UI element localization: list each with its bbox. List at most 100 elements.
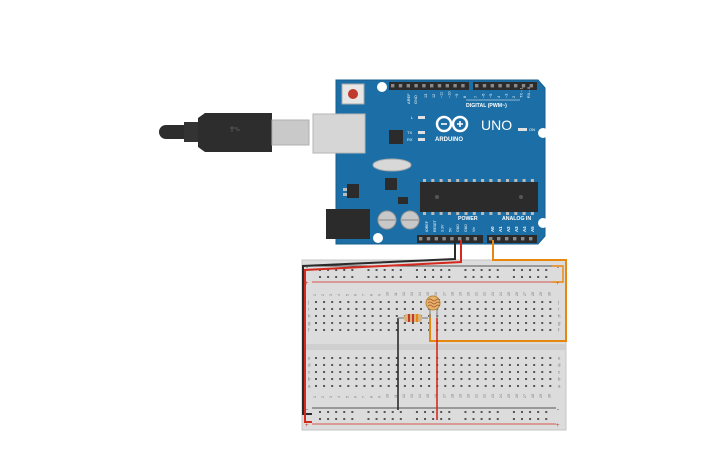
breadboard-hole[interactable] xyxy=(363,308,366,310)
breadboard-hole[interactable] xyxy=(521,269,523,271)
breadboard-hole[interactable] xyxy=(379,371,382,373)
breadboard-hole[interactable] xyxy=(327,269,330,271)
breadboard-hole[interactable] xyxy=(525,308,528,310)
breadboard-hole[interactable] xyxy=(363,378,366,380)
header-pin[interactable] xyxy=(437,84,442,88)
breadboard-hole[interactable] xyxy=(399,276,402,278)
breadboard-hole[interactable] xyxy=(517,364,519,366)
breadboard-hole[interactable] xyxy=(484,385,487,387)
breadboard-hole[interactable] xyxy=(399,418,402,420)
breadboard-hole[interactable] xyxy=(343,269,346,271)
breadboard-hole[interactable] xyxy=(492,364,495,366)
breadboard-hole[interactable] xyxy=(541,308,544,310)
breadboard-hole[interactable] xyxy=(452,357,455,359)
breadboard-hole[interactable] xyxy=(379,322,382,324)
breadboard-hole[interactable] xyxy=(549,322,552,324)
breadboard-hole[interactable] xyxy=(545,411,548,413)
breadboard-hole[interactable] xyxy=(363,371,366,373)
header-pin[interactable] xyxy=(426,237,431,241)
breadboard-hole[interactable] xyxy=(460,315,463,317)
breadboard-hole[interactable] xyxy=(424,411,427,413)
breadboard-hole[interactable] xyxy=(476,371,479,373)
breadboard-hole[interactable] xyxy=(420,301,423,303)
breadboard-hole[interactable] xyxy=(371,308,374,310)
breadboard-hole[interactable] xyxy=(411,371,414,373)
breadboard-hole[interactable] xyxy=(525,385,528,387)
breadboard-hole[interactable] xyxy=(432,276,435,278)
breadboard-hole[interactable] xyxy=(517,301,519,303)
breadboard-hole[interactable] xyxy=(496,418,499,420)
breadboard-hole[interactable] xyxy=(315,357,317,359)
wires[interactable] xyxy=(302,240,567,423)
header-pin[interactable] xyxy=(529,237,533,241)
breadboard-hole[interactable] xyxy=(347,371,350,373)
breadboard-hole[interactable] xyxy=(383,276,386,278)
breadboard-hole[interactable] xyxy=(460,329,463,331)
breadboard-hole[interactable] xyxy=(339,329,342,331)
breadboard-hole[interactable] xyxy=(541,315,544,317)
wire-5v-red[interactable] xyxy=(304,240,462,423)
breadboard-hole[interactable] xyxy=(476,378,479,380)
breadboard-hole[interactable] xyxy=(339,322,342,324)
breadboard-hole[interactable] xyxy=(533,371,536,373)
breadboard-hole[interactable] xyxy=(315,378,317,380)
breadboard-hole[interactable] xyxy=(452,301,455,303)
breadboard-hole[interactable] xyxy=(331,329,334,331)
breadboard-hole[interactable] xyxy=(371,364,374,366)
breadboard-hole[interactable] xyxy=(533,357,536,359)
breadboard-hole[interactable] xyxy=(347,308,350,310)
breadboard-hole[interactable] xyxy=(480,418,483,420)
breadboard-hole[interactable] xyxy=(339,385,342,387)
breadboard-hole[interactable] xyxy=(323,322,326,324)
header-pin[interactable] xyxy=(406,84,410,88)
breadboard-hole[interactable] xyxy=(428,385,431,387)
breadboard-hole[interactable] xyxy=(379,364,382,366)
breadboard-hole[interactable] xyxy=(533,329,536,331)
breadboard-hole[interactable] xyxy=(367,411,370,413)
breadboard-hole[interactable] xyxy=(480,269,483,271)
breadboard-hole[interactable] xyxy=(363,385,366,387)
breadboard-hole[interactable] xyxy=(525,364,528,366)
breadboard-hole[interactable] xyxy=(500,357,503,359)
breadboard-hole[interactable] xyxy=(391,269,394,271)
breadboard-hole[interactable] xyxy=(444,378,447,380)
breadboard-hole[interactable] xyxy=(428,357,431,359)
breadboard-hole[interactable] xyxy=(476,315,479,317)
breadboard-hole[interactable] xyxy=(428,364,431,366)
breadboard-hole[interactable] xyxy=(549,301,552,303)
header-pin[interactable] xyxy=(475,84,479,88)
breadboard-hole[interactable] xyxy=(448,276,451,278)
breadboard-hole[interactable] xyxy=(476,308,479,310)
breadboard-hole[interactable] xyxy=(331,357,334,359)
breadboard-hole[interactable] xyxy=(363,301,366,303)
header-pin[interactable] xyxy=(482,84,487,88)
header-pin[interactable] xyxy=(445,84,449,88)
breadboard-hole[interactable] xyxy=(379,315,382,317)
breadboard-hole[interactable] xyxy=(319,276,321,278)
breadboard-hole[interactable] xyxy=(549,315,552,317)
breadboard-hole[interactable] xyxy=(468,378,471,380)
breadboard-hole[interactable] xyxy=(500,308,503,310)
breadboard-hole[interactable] xyxy=(331,364,334,366)
breadboard-hole[interactable] xyxy=(444,301,447,303)
breadboard-hole[interactable] xyxy=(395,378,398,380)
breadboard-hole[interactable] xyxy=(537,276,540,278)
breadboard-hole[interactable] xyxy=(355,322,358,324)
breadboard-hole[interactable] xyxy=(452,378,455,380)
breadboard-hole[interactable] xyxy=(355,308,358,310)
breadboard-hole[interactable] xyxy=(347,378,350,380)
breadboard-hole[interactable] xyxy=(363,357,366,359)
breadboard-hole[interactable] xyxy=(339,308,342,310)
breadboard-hole[interactable] xyxy=(315,322,317,324)
breadboard-hole[interactable] xyxy=(517,385,519,387)
breadboard-hole[interactable] xyxy=(411,329,414,331)
breadboard-hole[interactable] xyxy=(323,378,326,380)
breadboard-hole[interactable] xyxy=(444,308,447,310)
breadboard-hole[interactable] xyxy=(363,329,366,331)
breadboard-hole[interactable] xyxy=(424,269,427,271)
breadboard-hole[interactable] xyxy=(351,411,354,413)
breadboard-hole[interactable] xyxy=(355,315,358,317)
breadboard-hole[interactable] xyxy=(500,329,503,331)
header-pin[interactable] xyxy=(514,84,518,88)
